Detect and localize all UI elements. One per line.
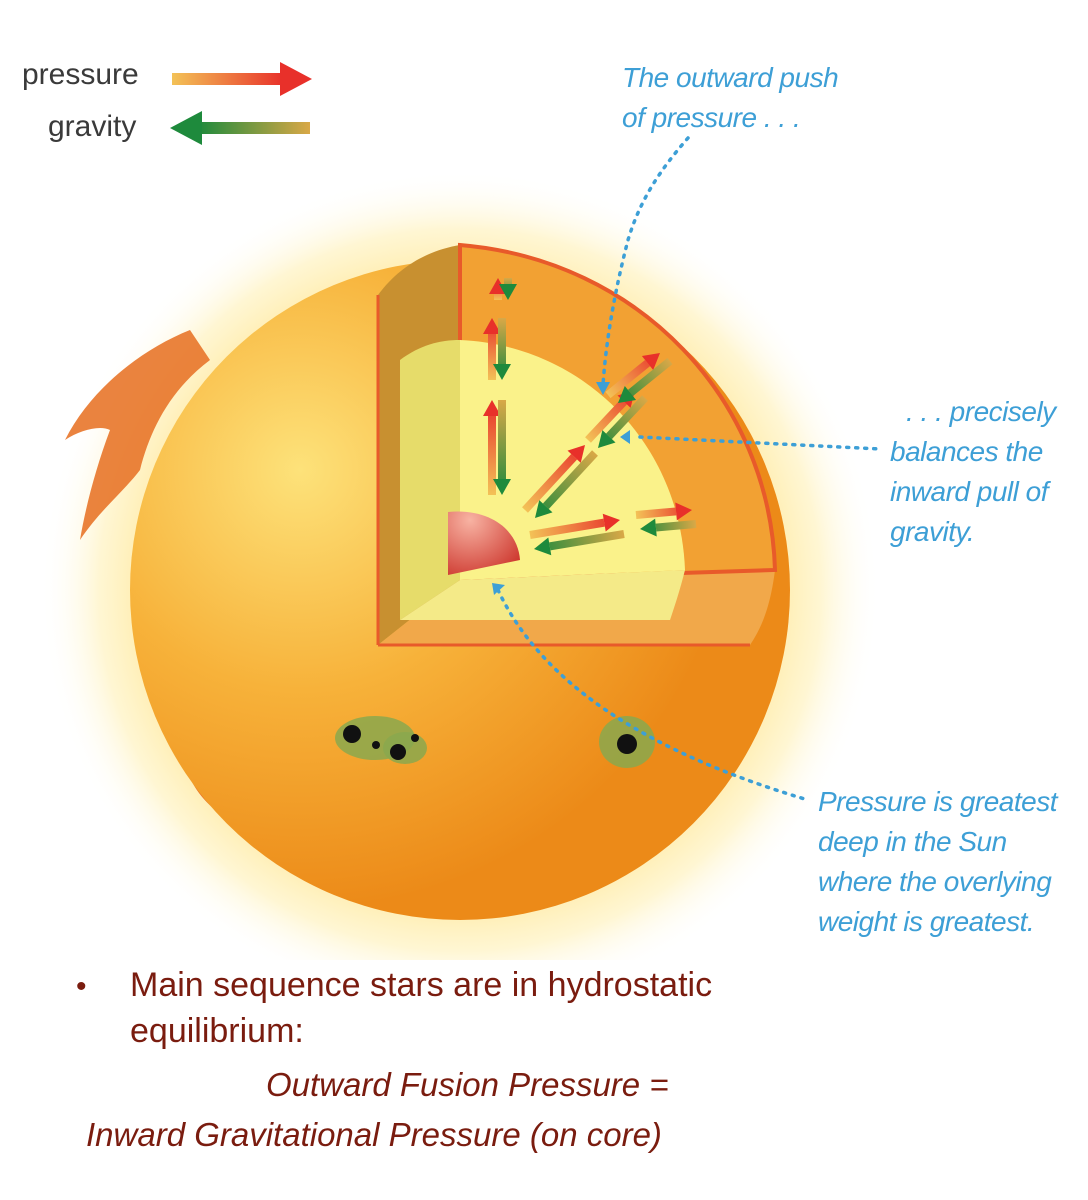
legend-pressure-arrow (172, 62, 312, 96)
gravity-arrow-4-shaft (606, 395, 648, 440)
pressure-arrow-7-head (675, 502, 692, 521)
equation-line-1: Outward Fusion Pressure = (266, 1066, 669, 1103)
pressure-arrow-3-shaft (522, 454, 578, 513)
callout-outward-push-line2: of pressure . . . (622, 102, 801, 133)
radiative-zone-bottom (400, 570, 685, 620)
gravity-arrow-6-head (534, 537, 552, 556)
gravity-arrow-7-head (640, 518, 657, 537)
gravity-arrow-6-shaft (549, 530, 625, 551)
pressure-arrow-4-shaft (585, 398, 627, 443)
callout-greatest-line4: weight is greatest. (818, 906, 1035, 937)
callout-arrowheads (492, 382, 630, 595)
cutaway-rim (376, 295, 750, 647)
pressure-arrow-0-head (483, 400, 501, 416)
callout-greatest-line3: where the overlying (818, 866, 1052, 897)
pressure-arrow-5-shaft (605, 359, 651, 399)
callout-balances-line2: balances the (890, 436, 1043, 467)
pressure-arrow-1-head (483, 318, 501, 334)
callout-greatest-line1: Pressure is greatest (818, 786, 1058, 817)
gravity-arrow-2-head (499, 284, 517, 300)
bullet-text: Main sequence stars are in hydrostatic e… (130, 966, 713, 1050)
gravity-arrow-1-head (493, 364, 511, 380)
solar-prominence-left (65, 330, 210, 540)
force-arrows (483, 278, 697, 556)
callout-greatest: Pressure is greatest deep in the Sun whe… (818, 782, 1058, 942)
pressure-arrow-5-head (641, 353, 660, 371)
callout-outward-push-line1: The outward push (622, 62, 839, 93)
pressure-arrow-6-shaft (529, 518, 605, 539)
sun-diagram (40, 62, 882, 960)
callout-greatest-line2: deep in the Sun (818, 826, 1007, 857)
bullet-dot-icon: • (76, 970, 87, 1003)
pressure-arrow-3-head (567, 445, 585, 463)
callout-leaders (496, 136, 882, 802)
pressure-arrow-6-head (602, 513, 620, 532)
gravity-arrow-5-head (618, 385, 637, 403)
gravity-arrow-0-head (493, 479, 511, 495)
callout-outward-push: The outward push of pressure . . . (622, 58, 839, 138)
sunspot-group-right (599, 716, 655, 768)
gravity-arrow-4-head (598, 430, 616, 448)
gravity-arrow-5-shaft (627, 357, 673, 397)
equation-line-2: Inward Gravitational Pressure (on core) (86, 1116, 662, 1153)
gravity-arrow-3-shaft (542, 450, 598, 509)
callout-balances-line1: . . . precisely (906, 396, 1056, 427)
legend-gravity-label: gravity (48, 110, 137, 143)
gravity-arrow-3-head (535, 500, 553, 518)
legend-gravity-arrow (170, 111, 310, 145)
sunspot-group-left (335, 716, 427, 764)
radiative-zone-left (400, 340, 460, 620)
gravity-arrow-7-shaft (655, 520, 697, 532)
legend-pressure-label: pressure (22, 58, 139, 91)
pressure-arrow-7-shaft (635, 507, 677, 519)
callout-balances-line4: gravity. (890, 516, 975, 547)
callout-balances: . . . precisely balances the inward pull… (890, 392, 1056, 552)
callout-balances-line3: inward pull of (890, 476, 1048, 507)
sun-core (448, 511, 520, 575)
